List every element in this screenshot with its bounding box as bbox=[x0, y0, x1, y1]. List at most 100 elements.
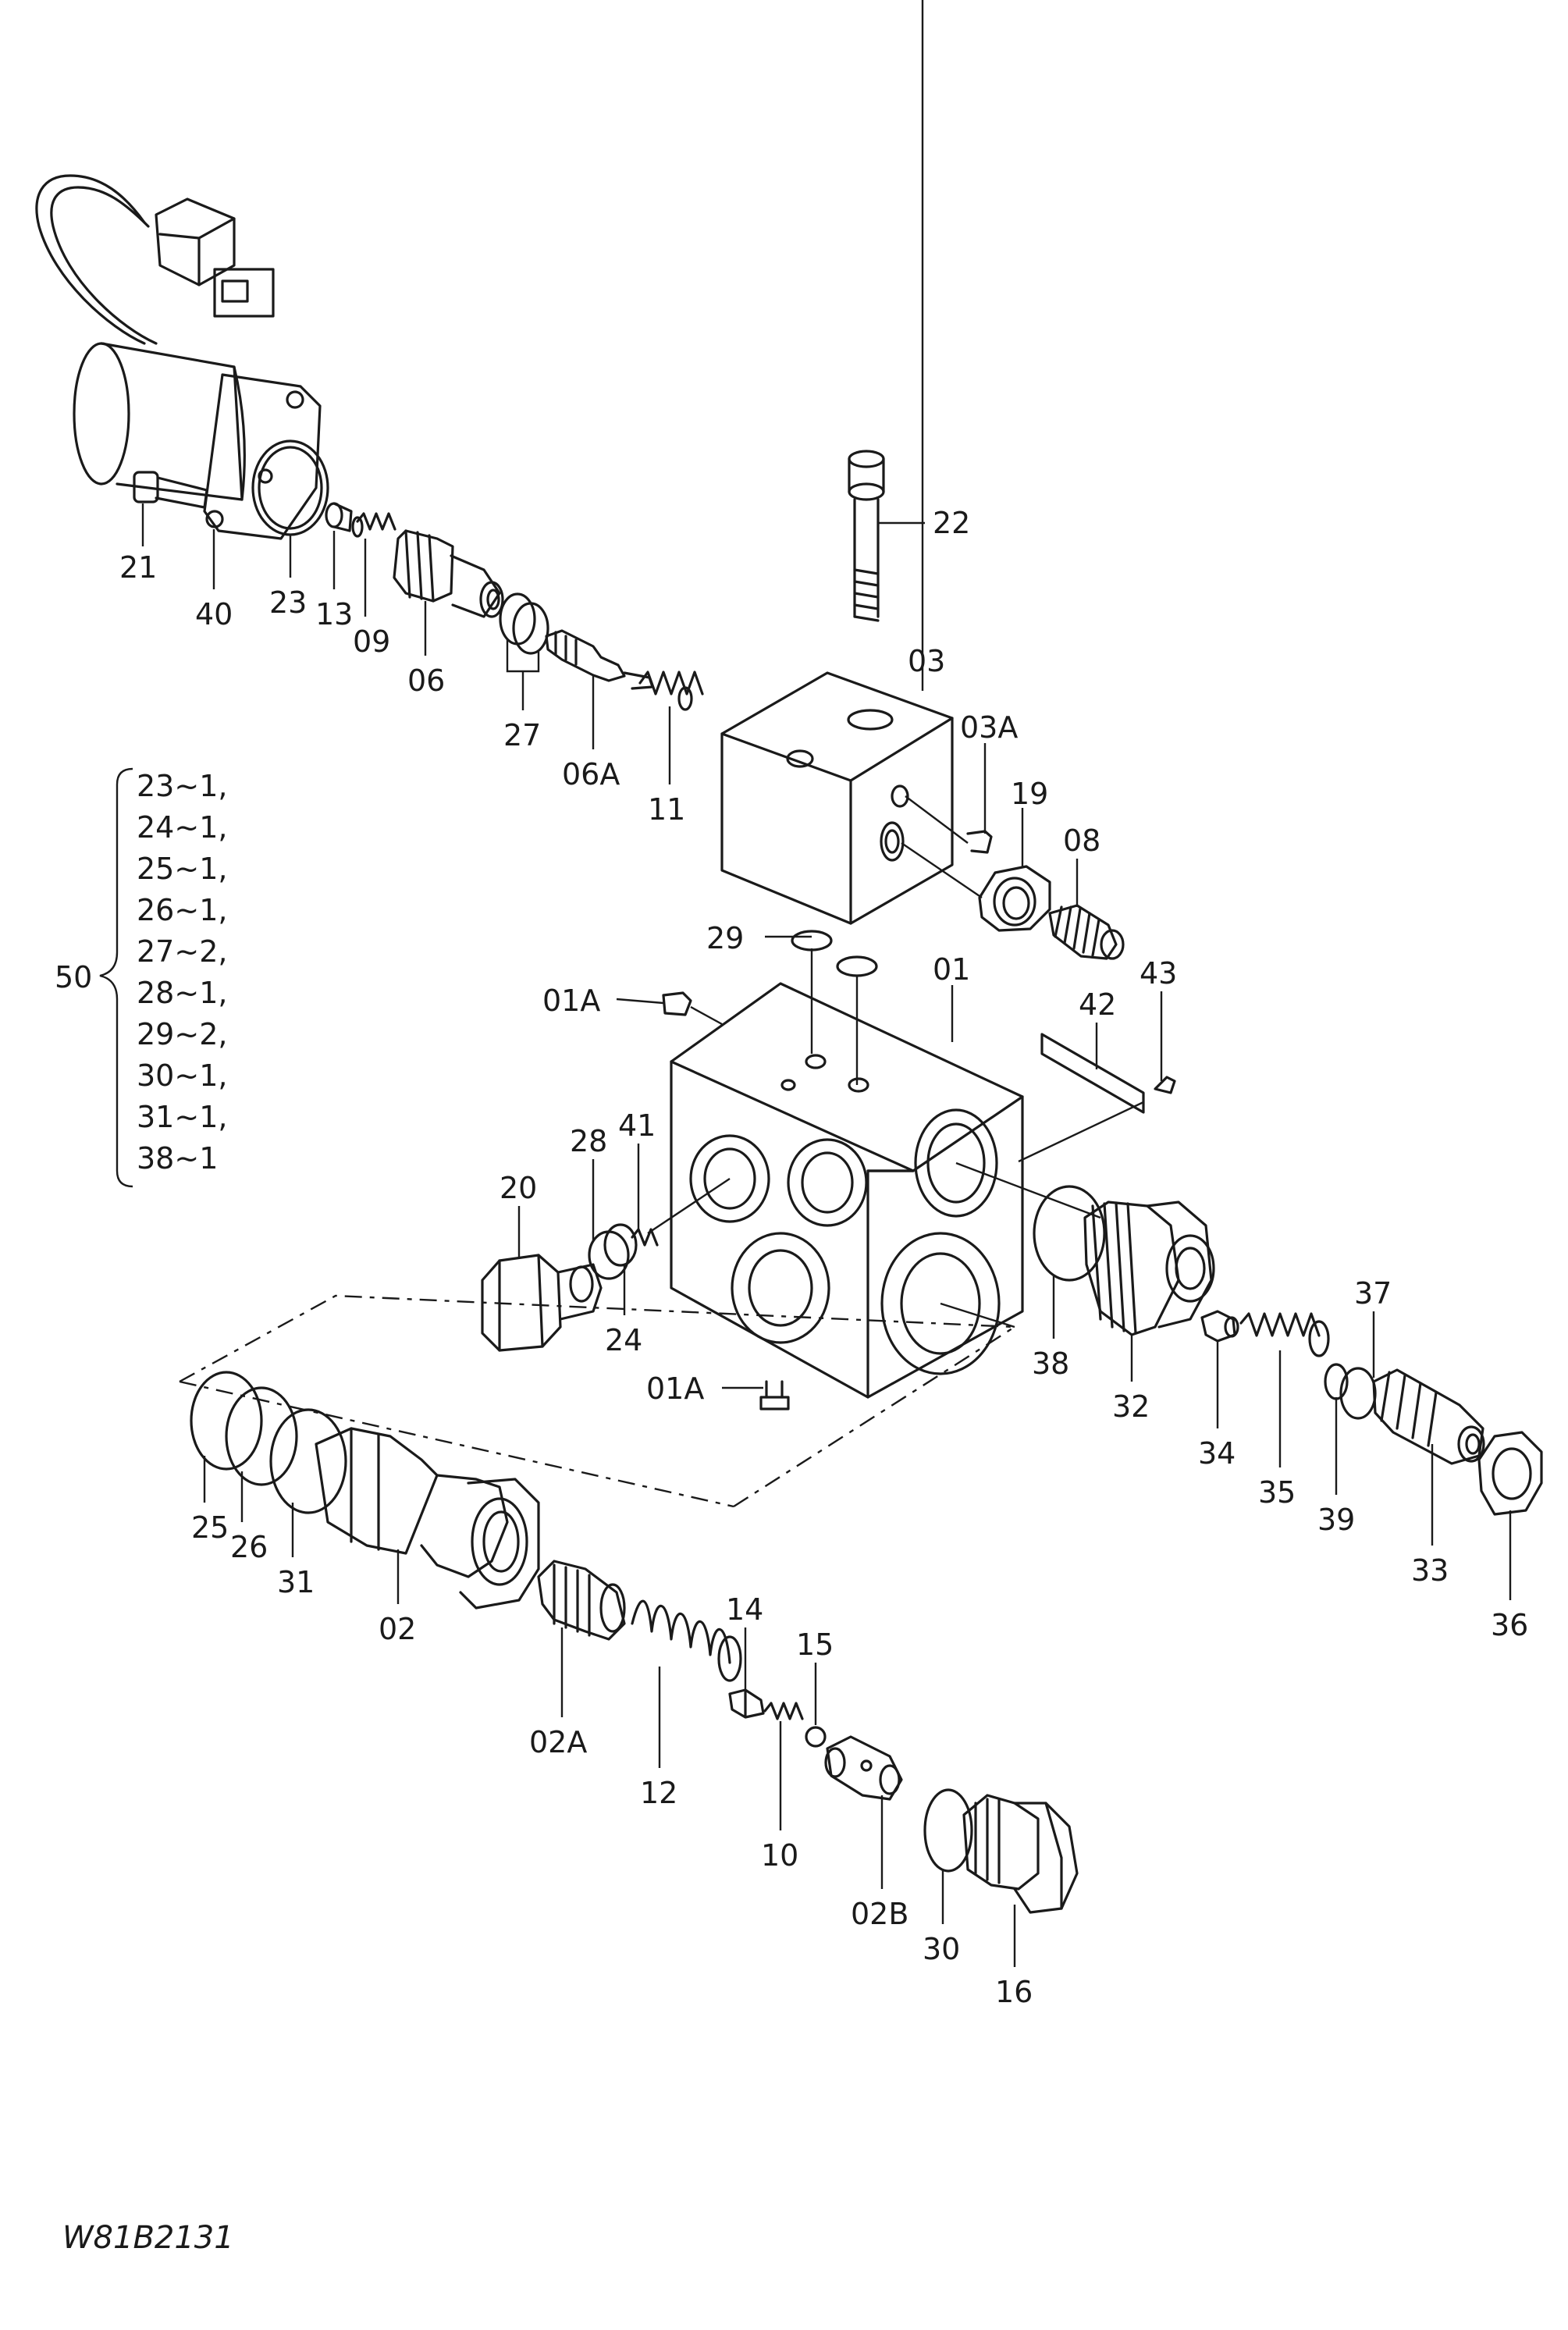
kit-item: 24~1, bbox=[137, 810, 227, 845]
nut-19 bbox=[978, 865, 1051, 932]
label-06A: 06A bbox=[562, 757, 620, 791]
block-01 bbox=[670, 982, 1024, 1399]
plug-20 bbox=[481, 1254, 603, 1352]
kit-item: 31~1, bbox=[137, 1100, 227, 1134]
label-27: 27 bbox=[503, 718, 541, 752]
name-plate-42 bbox=[1040, 1033, 1145, 1114]
label-42: 42 bbox=[1079, 987, 1116, 1022]
o-rings-29 bbox=[791, 930, 878, 977]
kit-item: 26~1, bbox=[137, 893, 227, 927]
label-40: 40 bbox=[195, 597, 233, 631]
part-labels: 21 40 23 13 09 06 27 06A 11 22 03 03A 19… bbox=[119, 506, 1528, 2009]
screw-03A bbox=[966, 830, 993, 854]
label-43: 43 bbox=[1140, 956, 1177, 991]
label-08: 08 bbox=[1063, 824, 1100, 858]
label-36: 36 bbox=[1491, 1608, 1528, 1642]
label-37: 37 bbox=[1354, 1276, 1392, 1311]
bolt-22 bbox=[848, 450, 885, 622]
label-01A-bottom: 01A bbox=[646, 1371, 704, 1406]
adjust-screw-08 bbox=[1048, 904, 1125, 960]
label-23: 23 bbox=[269, 585, 307, 620]
label-16: 16 bbox=[995, 1975, 1033, 2009]
label-03: 03 bbox=[908, 644, 945, 678]
spool-06A bbox=[545, 629, 654, 690]
screw-01A-bottom bbox=[759, 1380, 790, 1410]
label-41: 41 bbox=[618, 1108, 656, 1143]
poppet-14 bbox=[728, 1688, 765, 1719]
kit-item: 25~1, bbox=[137, 852, 227, 886]
o-rings-27 bbox=[499, 592, 549, 655]
label-34: 34 bbox=[1198, 1436, 1236, 1471]
label-15: 15 bbox=[796, 1627, 834, 1662]
piston-02B bbox=[824, 1735, 903, 1801]
label-25: 25 bbox=[191, 1510, 229, 1545]
label-21: 21 bbox=[119, 550, 157, 585]
drawing-code: W81B2131 bbox=[62, 2220, 234, 2256]
adjuster-33 bbox=[1372, 1368, 1485, 1465]
dash-boundary bbox=[179, 1294, 1015, 1508]
label-19: 19 bbox=[1011, 777, 1048, 811]
label-33: 33 bbox=[1411, 1553, 1449, 1588]
label-09: 09 bbox=[353, 624, 390, 659]
label-30: 30 bbox=[923, 1932, 960, 1966]
label-35: 35 bbox=[1258, 1475, 1296, 1510]
label-24: 24 bbox=[605, 1323, 642, 1357]
label-22: 22 bbox=[933, 506, 970, 540]
o-ring-38 bbox=[1033, 1185, 1106, 1282]
o-ring-25 bbox=[190, 1371, 263, 1471]
screw-01A-top bbox=[662, 991, 692, 1016]
plug-16 bbox=[962, 1794, 1079, 1914]
kit-number: 50 bbox=[55, 960, 92, 994]
sleeve-02A bbox=[537, 1560, 626, 1641]
kit-item: 30~1, bbox=[137, 1058, 227, 1093]
label-01A-top: 01A bbox=[542, 984, 600, 1018]
kit-item: 28~1, bbox=[137, 976, 227, 1010]
label-02B: 02B bbox=[851, 1897, 908, 1931]
label-20: 20 bbox=[500, 1171, 537, 1205]
ball-15 bbox=[805, 1726, 827, 1748]
kit-brace bbox=[99, 767, 133, 1188]
cartridge-06 bbox=[393, 529, 504, 618]
cartridge-32 bbox=[1083, 1201, 1215, 1336]
label-26: 26 bbox=[230, 1530, 268, 1564]
backup-ring-24 bbox=[603, 1223, 638, 1267]
label-06: 06 bbox=[407, 663, 445, 698]
o-ring-31 bbox=[269, 1408, 347, 1514]
label-02: 02 bbox=[379, 1612, 416, 1646]
o-ring-37 bbox=[1339, 1367, 1377, 1420]
label-14: 14 bbox=[726, 1592, 763, 1627]
spring-10 bbox=[763, 1702, 804, 1720]
label-11: 11 bbox=[648, 792, 685, 827]
label-39: 39 bbox=[1317, 1503, 1355, 1537]
label-38: 38 bbox=[1032, 1346, 1069, 1381]
label-28: 28 bbox=[570, 1124, 607, 1158]
label-31: 31 bbox=[277, 1565, 315, 1599]
spring-12 bbox=[631, 1599, 742, 1682]
solenoid-assembly bbox=[35, 174, 322, 540]
nut-36 bbox=[1477, 1431, 1543, 1516]
o-ring-28 bbox=[588, 1230, 630, 1280]
leader-lines bbox=[141, 0, 1512, 1967]
label-13: 13 bbox=[315, 597, 353, 631]
kit-item: 27~2, bbox=[137, 934, 227, 969]
label-32: 32 bbox=[1112, 1389, 1150, 1424]
bolt-21 bbox=[133, 471, 208, 509]
kit-item: 23~1, bbox=[137, 769, 227, 803]
kit-item: 38~1 bbox=[137, 1141, 218, 1176]
label-10: 10 bbox=[761, 1838, 798, 1873]
label-01: 01 bbox=[933, 952, 970, 987]
label-02A: 02A bbox=[529, 1725, 587, 1759]
poppet-34 bbox=[1200, 1310, 1239, 1343]
kit-list: 50 23~1, 24~1, 25~1, 26~1, 27~2, 28~1, 2… bbox=[55, 769, 227, 1176]
label-29: 29 bbox=[706, 921, 744, 955]
spring-41 bbox=[631, 1228, 659, 1247]
spring-35 bbox=[1239, 1312, 1330, 1357]
sleeve-02 bbox=[315, 1427, 540, 1610]
spring-09 bbox=[351, 512, 396, 538]
kit-item: 29~2, bbox=[137, 1017, 227, 1051]
o-ring-26 bbox=[225, 1386, 298, 1486]
label-12: 12 bbox=[640, 1776, 677, 1810]
o-ring-30 bbox=[923, 1788, 973, 1873]
screw-43 bbox=[1154, 1076, 1176, 1094]
